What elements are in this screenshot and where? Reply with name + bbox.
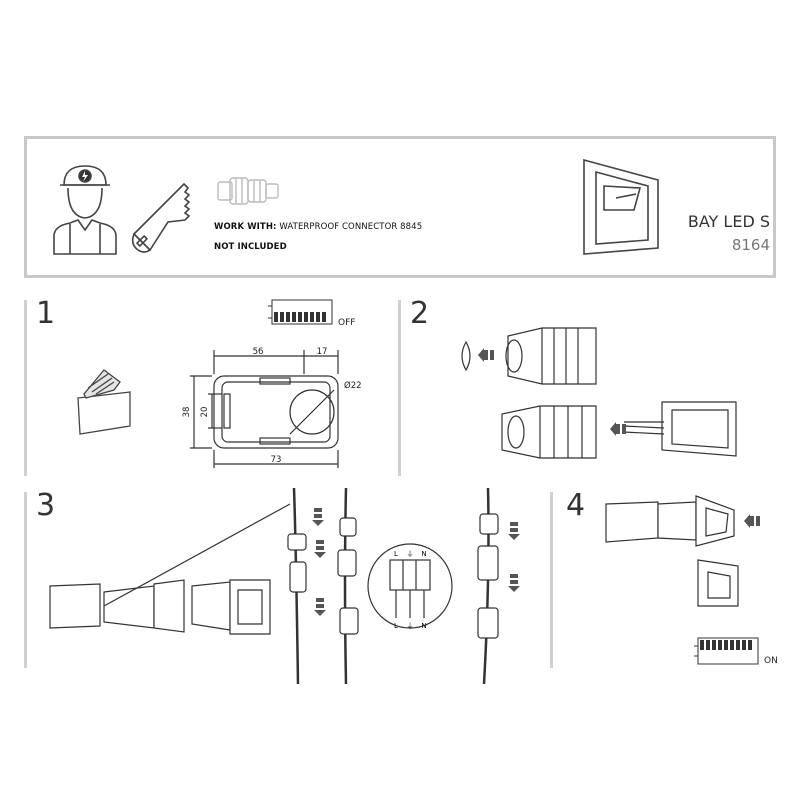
product-code: 8164 [731, 236, 770, 254]
dim-diameter: Ø22 [344, 380, 362, 391]
switch-state-off: OFF [338, 318, 356, 328]
divider-mid-1 [398, 300, 401, 476]
work-with-note: WORK WITH: WATERPROOF CONNECTOR 8845 [214, 222, 422, 232]
terminal-bottom-earth: ⏚ [407, 622, 414, 630]
switch-state-on: ON [764, 656, 778, 666]
step-1-number: 1 [36, 296, 56, 331]
dim-20: 20 [200, 407, 210, 418]
dim-17: 17 [317, 347, 328, 357]
terminal-top-l: L [394, 550, 398, 558]
work-with-label: WORK WITH: [214, 222, 277, 232]
divider-left-1 [24, 300, 27, 476]
step-2-illustration [461, 327, 737, 459]
dim-56: 56 [253, 347, 264, 357]
dip-switch-off [268, 299, 333, 325]
step-4-number: 4 [566, 488, 586, 523]
wall-cut-icon [77, 369, 131, 435]
terminal-top-earth: ⏚ [407, 550, 414, 558]
header-panel [24, 136, 776, 278]
cutout-dimension-drawing: 56 17 Ø22 38 20 73 [182, 347, 362, 468]
step-3-illustration: L ⏚ N L ⏚ N [49, 487, 520, 685]
divider-mid-2 [550, 492, 553, 668]
step-4-illustration [605, 495, 760, 607]
connector-icon [217, 177, 279, 205]
divider-left-2 [24, 492, 27, 668]
step-2-number: 2 [410, 296, 430, 331]
terminal-top-n: N [421, 550, 426, 558]
step-3-number: 3 [36, 488, 56, 523]
saw-icon [131, 182, 191, 253]
lamp-icon [583, 158, 659, 255]
not-included-note: NOT INCLUDED [214, 242, 287, 252]
terminal-bottom-n: N [421, 622, 426, 630]
dim-73: 73 [271, 455, 282, 465]
dip-switch-on [694, 637, 759, 665]
work-with-value: WATERPROOF CONNECTOR 8845 [279, 222, 423, 232]
electrician-icon [53, 165, 117, 255]
dim-38: 38 [182, 407, 192, 418]
terminal-bottom-l: L [394, 622, 398, 630]
product-name: BAY LED S [687, 212, 770, 231]
